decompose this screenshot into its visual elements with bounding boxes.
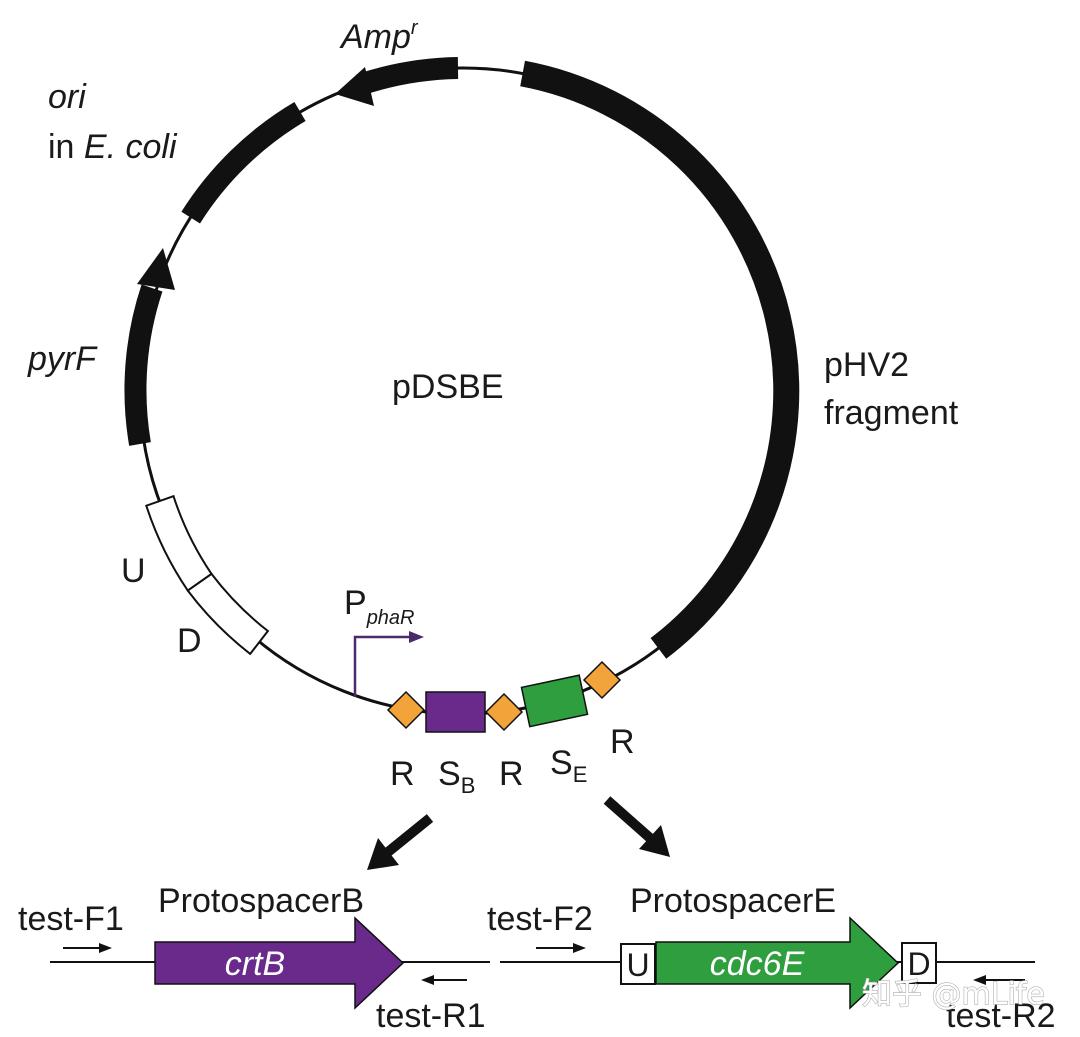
cdc6e-gene-arrow xyxy=(655,916,900,1010)
watermark: 知乎 @mLife xyxy=(862,977,1045,1012)
phv2-fragment-arc xyxy=(520,60,800,659)
test-r2-arrowhead xyxy=(973,975,986,985)
d-label: D xyxy=(177,622,202,660)
repeat-label-1: R xyxy=(390,755,415,793)
spacer-b-label: SB xyxy=(438,755,475,798)
test-r1-arrowhead xyxy=(421,975,434,985)
promoter-arrow-line xyxy=(353,635,410,697)
right-pointer-line xyxy=(603,796,654,842)
ori-arc xyxy=(181,102,306,224)
spacer-e-label: SE xyxy=(550,744,587,787)
spacer-e-box xyxy=(520,674,589,728)
pyrf-arrowhead xyxy=(137,248,175,290)
construct-d-box xyxy=(901,942,937,984)
test-f1-arrowhead xyxy=(99,943,112,953)
construct-u-label: U xyxy=(626,947,649,983)
protospacer-e-title: ProtospacerE xyxy=(630,882,836,920)
crtb-gene-arrow xyxy=(154,916,405,1010)
construct-u-box xyxy=(620,943,656,985)
promoter-arrowhead xyxy=(409,631,424,643)
test-r2-label: test-R2 xyxy=(946,997,1056,1035)
ori-label-line1: ori xyxy=(48,78,87,116)
pyrf-label: pyrF xyxy=(27,340,98,378)
test-f2-label: test-F2 xyxy=(487,900,593,938)
phv2-label-line1: pHV2 xyxy=(824,346,909,384)
repeat-diamond-3 xyxy=(582,660,622,700)
promoter-label: PphaR xyxy=(344,584,415,629)
u-label: U xyxy=(121,552,146,590)
u-region-box xyxy=(145,494,213,593)
cdc6e-gene-label: cdc6E xyxy=(710,945,805,983)
spacer-b-box xyxy=(425,691,486,733)
d-region-box xyxy=(186,572,270,656)
ori-label-line2: in E. coli xyxy=(48,128,178,166)
crtb-gene-label: crtB xyxy=(225,945,285,983)
ampr-arrowhead xyxy=(335,67,374,106)
plasmid-name: pDSBE xyxy=(392,368,504,406)
left-pointer-line xyxy=(384,814,434,856)
repeat-diamond-2 xyxy=(484,692,524,732)
protospacer-b-title: ProtospacerB xyxy=(158,882,364,920)
repeat-label-3: R xyxy=(610,723,635,761)
test-f1-label: test-F1 xyxy=(18,900,124,938)
pyrf-gene-arc xyxy=(124,284,163,446)
test-f2-arrowhead xyxy=(573,943,586,953)
repeat-diamond-1 xyxy=(386,690,426,730)
left-pointer-head xyxy=(367,838,399,870)
phv2-label-line2: fragment xyxy=(824,394,959,432)
repeat-label-2: R xyxy=(499,755,524,793)
right-pointer-head xyxy=(639,825,670,857)
construct-d-label: D xyxy=(907,946,930,982)
ampr-gene-arc xyxy=(356,57,459,96)
amp-label: Ampr xyxy=(339,17,419,56)
test-r1-label: test-R1 xyxy=(376,997,486,1035)
